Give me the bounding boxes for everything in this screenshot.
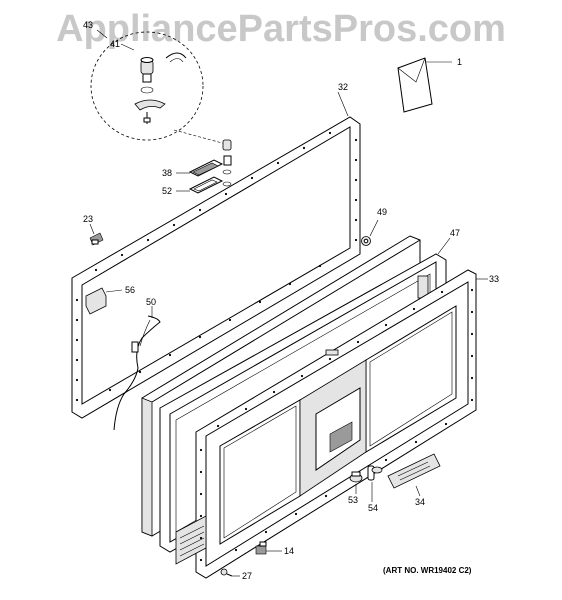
part-49-grommet-icon[interactable]: [361, 236, 371, 246]
part-32-outer-door-panel[interactable]: [71, 116, 361, 419]
callout-38: 38: [162, 168, 172, 178]
part-53-knob-icon[interactable]: [349, 471, 363, 483]
callout-27: 27: [242, 571, 252, 581]
art-number: (ART NO. WR19402 C2): [383, 566, 472, 575]
callout-56: 56: [125, 285, 135, 295]
part-38-hinge-cover-icon[interactable]: [188, 159, 224, 177]
callout-50: 50: [146, 297, 156, 307]
callout-43: 43: [83, 20, 93, 30]
callout-53: 53: [348, 495, 358, 505]
callout-47: 47: [450, 228, 460, 238]
callout-33: 33: [489, 274, 499, 284]
callout-14: 14: [284, 546, 294, 556]
part-52-hinge-gasket-icon[interactable]: [188, 176, 224, 194]
part-43-hinge-pin-icon[interactable]: [134, 57, 166, 125]
part-33-inner-door-liner[interactable]: [175, 269, 477, 579]
part-56-bracket-icon[interactable]: [85, 287, 107, 315]
part-54-shaft-icon[interactable]: [367, 465, 383, 481]
part-14-hinge-bracket-icon[interactable]: [255, 541, 267, 555]
callout-54: 54: [368, 503, 378, 513]
callout-41: 41: [110, 39, 120, 49]
callout-1: 1: [457, 57, 462, 67]
part-23-latch-icon[interactable]: [89, 232, 104, 246]
callout-23: 23: [83, 214, 93, 224]
callout-49: 49: [377, 207, 387, 217]
callout-52: 52: [162, 186, 172, 196]
part-27-screw-icon[interactable]: [220, 568, 233, 577]
callout-32: 32: [338, 82, 348, 92]
part-1-manual-icon[interactable]: [397, 57, 433, 113]
detail-circle: [90, 31, 227, 145]
part-50-wire-harness-icon[interactable]: [113, 315, 161, 431]
part-41-clip-icon[interactable]: [165, 52, 187, 63]
part-34-control-panel-icon[interactable]: [387, 453, 441, 489]
callout-34: 34: [415, 497, 425, 507]
